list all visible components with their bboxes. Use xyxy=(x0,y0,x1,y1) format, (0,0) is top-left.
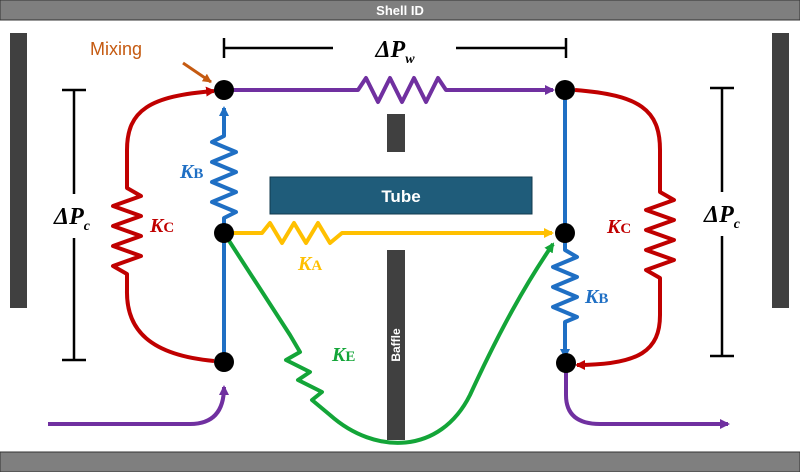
left-sealing-strip xyxy=(10,33,27,308)
node-bottom-right xyxy=(556,353,576,373)
stream-ke xyxy=(222,231,555,445)
dp-w-dimension xyxy=(222,38,568,58)
node-mid-right xyxy=(555,223,575,243)
shell-wall-top xyxy=(0,0,800,21)
stream-kc-left xyxy=(111,86,216,363)
stream-kb-right xyxy=(551,90,579,359)
node-top-right xyxy=(555,80,575,100)
right-sealing-strip xyxy=(772,33,789,308)
baffle-upper xyxy=(387,114,405,152)
dp-c-left-dimension xyxy=(62,88,86,362)
mixing-label: Mixing xyxy=(90,39,142,59)
kb-right-label: KB xyxy=(584,286,608,308)
stream-ka xyxy=(224,221,554,245)
node-top-left xyxy=(214,80,234,100)
stream-window xyxy=(224,76,555,104)
ke-label: KE xyxy=(331,344,355,366)
baffle-lower xyxy=(387,250,405,440)
node-mid-left xyxy=(214,223,234,243)
kc-right-label: KC xyxy=(606,216,631,238)
mixing-arrow xyxy=(182,61,212,84)
kb-left-label: KB xyxy=(179,161,203,183)
dp-c-right-dimension xyxy=(710,86,734,358)
shell-id-label: Shell ID xyxy=(376,3,424,18)
tube-label: Tube xyxy=(381,187,420,206)
tube xyxy=(269,176,533,215)
ka-label: KA xyxy=(297,253,322,275)
dp-w-label: ΔPw xyxy=(374,37,415,67)
dp-c-left-label: ΔPc xyxy=(53,204,91,234)
baffle-label: Baffle xyxy=(389,328,403,362)
shell-wall-bottom xyxy=(0,451,800,472)
node-bottom-left xyxy=(214,352,234,372)
kc-left-label: KC xyxy=(149,215,174,237)
dp-c-right-label: ΔPc xyxy=(703,202,741,232)
stream-kb-left xyxy=(210,106,238,362)
stream-inlet xyxy=(48,385,229,426)
stream-outlet xyxy=(564,372,730,429)
stream-kc-right xyxy=(574,88,676,370)
